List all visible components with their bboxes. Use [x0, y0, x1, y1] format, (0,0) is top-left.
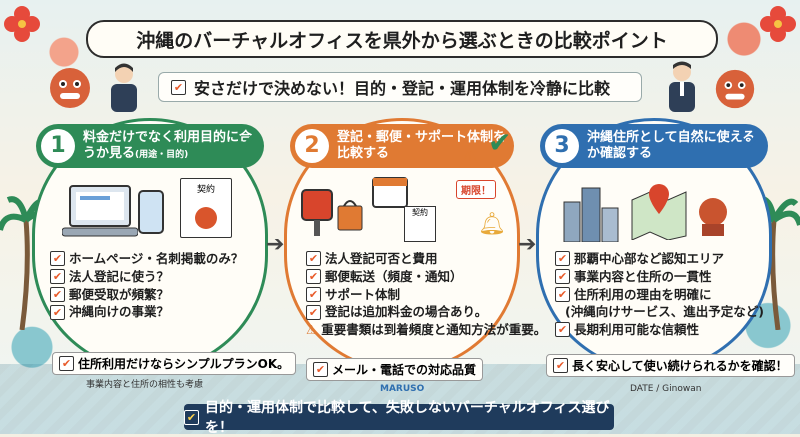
panel-2-list: ✔法人登記可否と費用 ✔郵便転送（頻度・通知） ✔サポート体制 ✔登記は追加料金… — [306, 250, 546, 339]
checkbox-icon: ✔ — [306, 251, 321, 267]
step-number: 2 — [295, 129, 329, 163]
checkbox-icon: ✔ — [313, 362, 328, 377]
warning-icon: ⚠ — [458, 144, 482, 174]
panel-2-note: ✔ メール・電話での対応品質 — [306, 358, 484, 381]
checkbox-icon: ✔ — [555, 251, 570, 267]
bell-icon: 🔔︎ — [478, 212, 506, 237]
list-item: ✔ 法人登記可否と費用 — [306, 250, 546, 268]
list-item-text: 住所利用の理由を明確に — [574, 286, 712, 302]
arrow-right-icon: ➔ — [266, 232, 285, 257]
panel-1-list: ✔ホームページ・名刺掲載のみ？ ✔法人登記に使う？ ✔郵便受取が頻繁？ ✔沖縄向… — [50, 250, 243, 321]
panel-1-fine-print: 事業内容と住所の相性も考慮 — [86, 380, 204, 390]
contract-document-icon: 契約 — [180, 178, 232, 238]
businesswoman-icon — [111, 63, 137, 112]
contract-label: 契約 — [196, 185, 215, 195]
shopping-bag-icon — [337, 200, 363, 231]
warning-item: ⚠重要書類は到着頻度と通知方法が重要。 — [306, 321, 546, 339]
list-item: ✔郵便受取が頻繁？ — [50, 286, 243, 304]
deadline-label: 期限！ — [461, 186, 491, 197]
document-icon: 契約 — [404, 206, 436, 242]
page-title: 沖縄のバーチャルオフィスを県外から選ぶときの比較ポイント — [86, 20, 718, 58]
checkbox-icon: ✔ — [555, 269, 570, 285]
list-item: ✔郵便転送（頻度・通知） — [306, 268, 546, 286]
checkbox-icon: ✔ — [184, 409, 199, 425]
list-item-text: 登記は追加料金の場合あり。 — [325, 304, 488, 320]
list-item: ✔ ホームページ・名刺掲載のみ？ — [50, 250, 243, 268]
list-item: ✔ 那覇中心部など認知エリア — [555, 250, 764, 268]
list-item-text: 郵便受取が頻繁？ — [69, 286, 170, 302]
map-pin-icon — [631, 184, 687, 240]
panel-3-heading-text: 沖縄住所として自然に使えるか確認する — [587, 129, 756, 161]
date-label: DATE / Ginowan — [630, 384, 702, 394]
list-item-text: 那覇中心部など認知エリア — [574, 251, 725, 266]
panel-2-heading: 2 登記・郵便・サポート体制を比較する — [290, 124, 514, 168]
list-item: ✔住所利用の理由を明確に — [555, 286, 764, 304]
subtitle-text: 安さだけで決めない！目的・登記・運用体制を冷静に比較 — [194, 79, 611, 98]
list-item-text: 法人登記可否と費用 — [325, 251, 438, 266]
list-item: ✔ 長期利用可能な信頼性 — [555, 321, 764, 339]
businessman-icon — [669, 61, 695, 112]
hibiscus-flower-icon — [4, 6, 40, 42]
step-number: 3 — [545, 129, 579, 163]
calendar-icon — [372, 177, 408, 208]
list-item-text: 郵便転送（頻度・通知） — [325, 268, 463, 284]
checkbox-icon: ✔ — [59, 356, 74, 371]
hibiscus-flower-icon — [760, 6, 796, 42]
list-item-text: サポート体制 — [325, 286, 401, 302]
blue-check-icon: ✔ — [740, 126, 764, 159]
checkbox-icon: ✔ — [50, 251, 65, 267]
panel-3-note-text: 長く安心して使い続けられるかを確認！ — [572, 359, 788, 373]
list-item: ✔沖縄向けの事業？ — [50, 303, 243, 321]
green-check-icon: ✔ — [236, 126, 260, 159]
list-item-text: 事業内容と住所の一貫性 — [574, 268, 712, 284]
step-number: 1 — [41, 129, 75, 163]
panel-1-note: ✔ 住所利用だけならシンプルプランOK。 — [52, 352, 297, 375]
checkbox-icon: ✔ — [50, 286, 65, 302]
checkbox-icon: ✔ — [50, 269, 65, 285]
shisa-left-icon — [50, 68, 90, 108]
panel-1-heading-text: 料金だけでなく利用目的に合うか見る — [83, 129, 253, 161]
mailbox-icon — [301, 189, 333, 236]
panel-1-heading: 1 料金だけでなく利用目的に合うか見る(用途・目的) — [36, 124, 264, 168]
document-label: 契約 — [412, 208, 428, 217]
checkbox-icon: ✔ — [306, 304, 321, 320]
arrow-right-icon: ➔ — [518, 232, 537, 257]
panel-1-note-text: 住所利用だけならシンプルプランOK。 — [78, 357, 290, 371]
list-item-text: 沖縄向けの事業？ — [69, 304, 170, 320]
subtitle-bar: ✔ 安さだけで決めない！目的・登記・運用体制を冷静に比較 — [158, 72, 642, 102]
checkbox-icon: ✔ — [50, 304, 65, 320]
warning-icon: ⚠ — [306, 322, 318, 337]
list-sub-item: (沖縄向けサービス、進出予定など) — [565, 304, 764, 320]
list-item-text: 長期利用可能な信頼性 — [574, 322, 700, 337]
list-item-text: ホームページ・名刺掲載のみ？ — [69, 251, 244, 266]
warning-text: 重要書類は到着頻度と通知方法が重要。 — [321, 322, 547, 337]
bottom-banner: ✔ 目的・運用体制で比較して、失敗しないバーチャルオフィス選びを！ — [184, 400, 614, 436]
panel-3-list: ✔那覇中心部など認知エリア ✔事業内容と住所の一貫性 ✔住所利用の理由を明確に … — [555, 250, 764, 339]
list-item: ✔登記は追加料金の場合あり。 — [306, 303, 546, 321]
shisa-statue-icon — [699, 198, 727, 236]
checkbox-icon: ✔ — [306, 269, 321, 285]
checkbox-icon: ✔ — [553, 358, 568, 373]
shisa-right-icon — [715, 69, 755, 109]
panel-3-note: ✔ 長く安心して使い続けられるかを確認！ — [546, 354, 795, 377]
checkbox-icon: ✔ — [171, 79, 186, 95]
panel-1-heading-small: (用途・目的) — [135, 150, 189, 160]
list-item: ✔事業内容と住所の一貫性 — [555, 268, 764, 286]
panel-2-note-text: メール・電話での対応品質 — [332, 363, 477, 377]
panel-3-heading: 3 沖縄住所として自然に使えるか確認する — [540, 124, 768, 168]
list-item: ✔法人登記に使う？ — [50, 268, 243, 286]
smartphone-icon — [138, 190, 164, 234]
green-check-icon: ✔ — [488, 126, 512, 159]
bottom-banner-text: 目的・運用体制で比較して、失敗しないバーチャルオフィス選びを！ — [205, 400, 610, 436]
brand-label: MARUSO — [380, 384, 425, 394]
list-item: ✔サポート体制 — [306, 286, 546, 304]
laptop-icon — [62, 185, 138, 237]
deadline-badge: 期限！ — [456, 180, 496, 199]
city-buildings-icon — [563, 187, 619, 242]
panel-2-heading-text: 登記・郵便・サポート体制を比較する — [337, 129, 507, 161]
checkbox-icon: ✔ — [306, 286, 321, 302]
list-item-text: 法人登記に使う？ — [69, 268, 170, 284]
checkbox-icon: ✔ — [555, 286, 570, 302]
checkbox-icon: ✔ — [555, 322, 570, 338]
